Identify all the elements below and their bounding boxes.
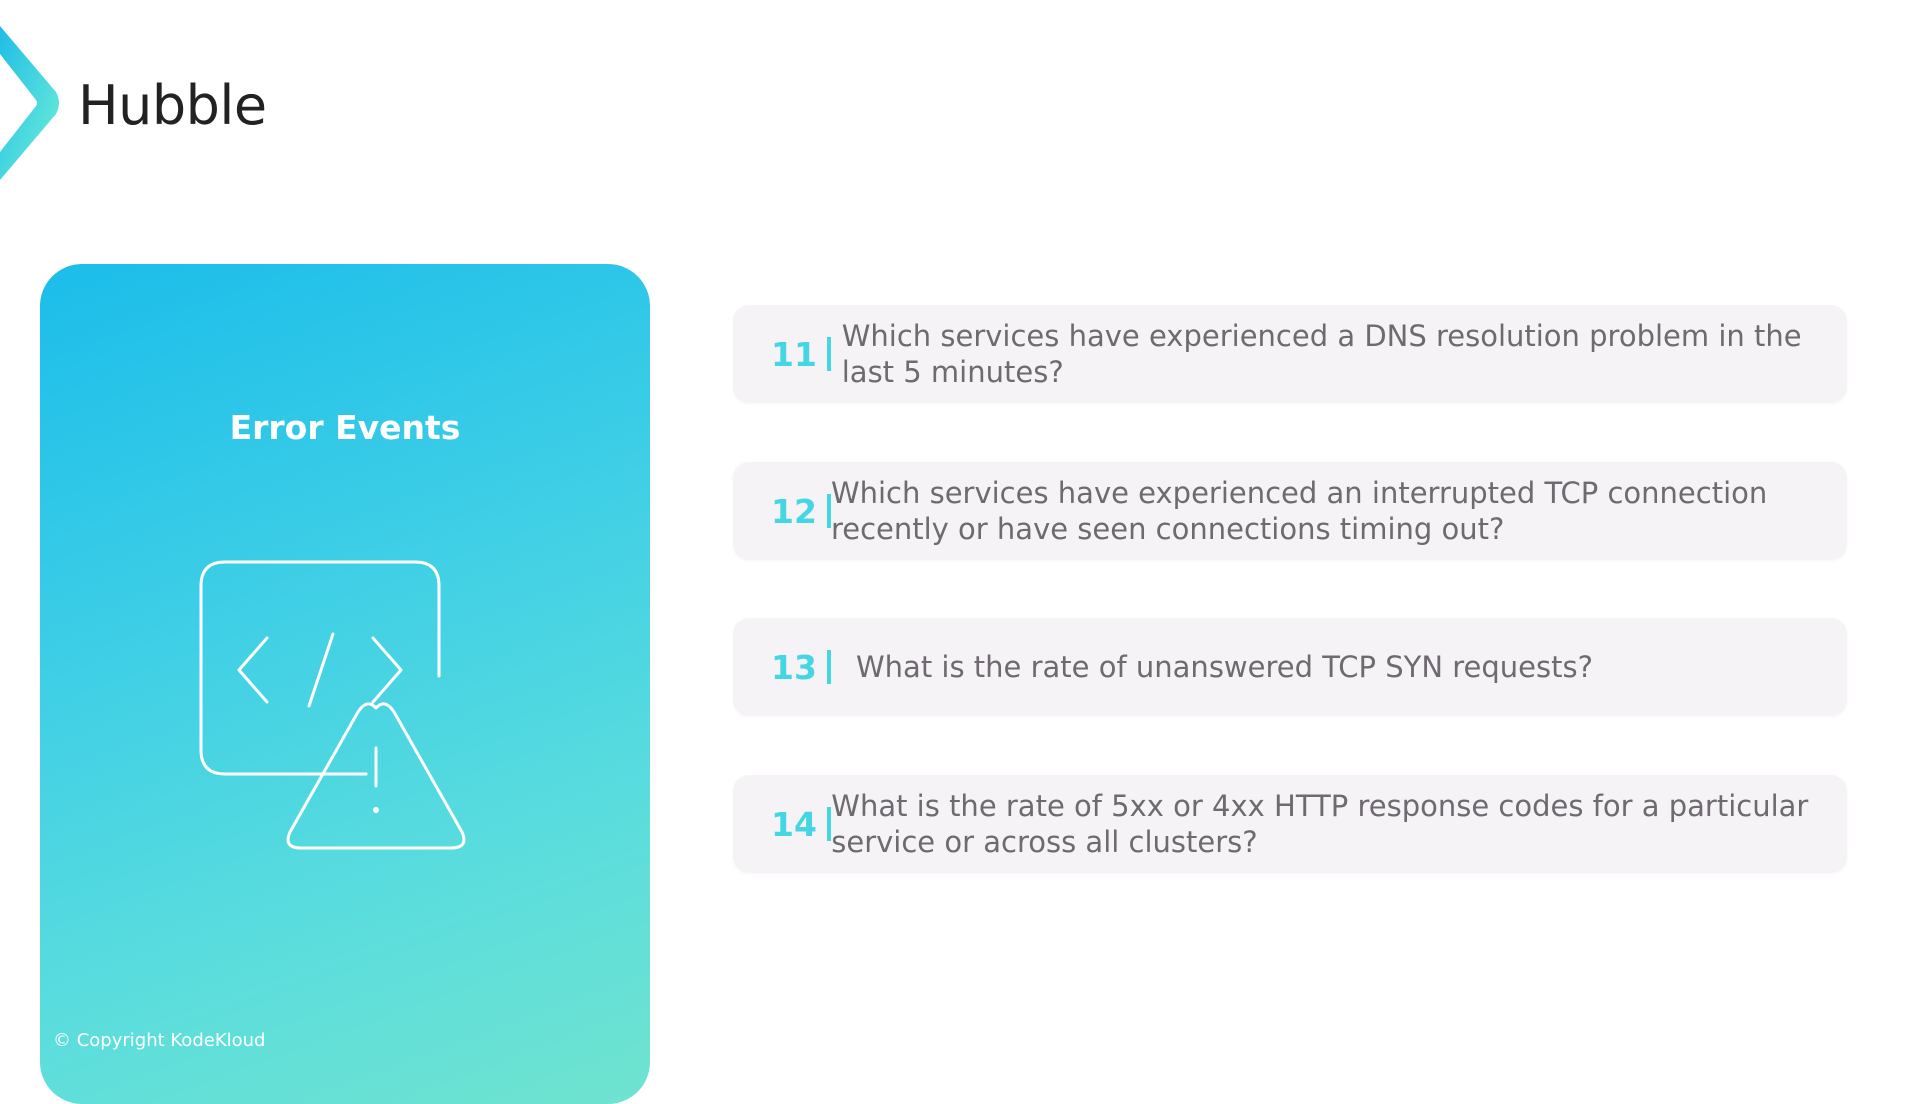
error-events-panel: Error Events © Copyright KodeKloud [40, 264, 650, 1104]
question-card-13: 13 What is the rate of unanswered TCP SY… [733, 618, 1847, 716]
divider [826, 650, 831, 684]
divider [826, 807, 831, 841]
chevron-logo-icon [0, 26, 59, 180]
question-text: Which services have experienced a DNS re… [841, 319, 1802, 389]
question-card-11: 11 Which services have experienced a DNS… [733, 305, 1847, 403]
question-text: Which services have experienced an inter… [830, 476, 1768, 546]
page-title: Hubble [78, 74, 267, 137]
question-text: What is the rate of 5xx or 4xx HTTP resp… [831, 789, 1809, 859]
question-number: 12 [771, 491, 817, 531]
code-warning-icon [199, 560, 466, 850]
question-card-12: 12 Which services have experienced an in… [733, 462, 1847, 560]
question-number: 13 [771, 647, 817, 687]
question-card-14: 14 What is the rate of 5xx or 4xx HTTP r… [733, 775, 1847, 873]
copyright-text: © Copyright KodeKloud [53, 1030, 266, 1051]
divider [826, 337, 831, 371]
question-number: 14 [771, 804, 817, 844]
question-text: What is the rate of unanswered TCP SYN r… [856, 650, 1593, 684]
panel-title: Error Events [229, 408, 461, 447]
divider [826, 494, 831, 528]
question-number: 11 [771, 334, 817, 374]
